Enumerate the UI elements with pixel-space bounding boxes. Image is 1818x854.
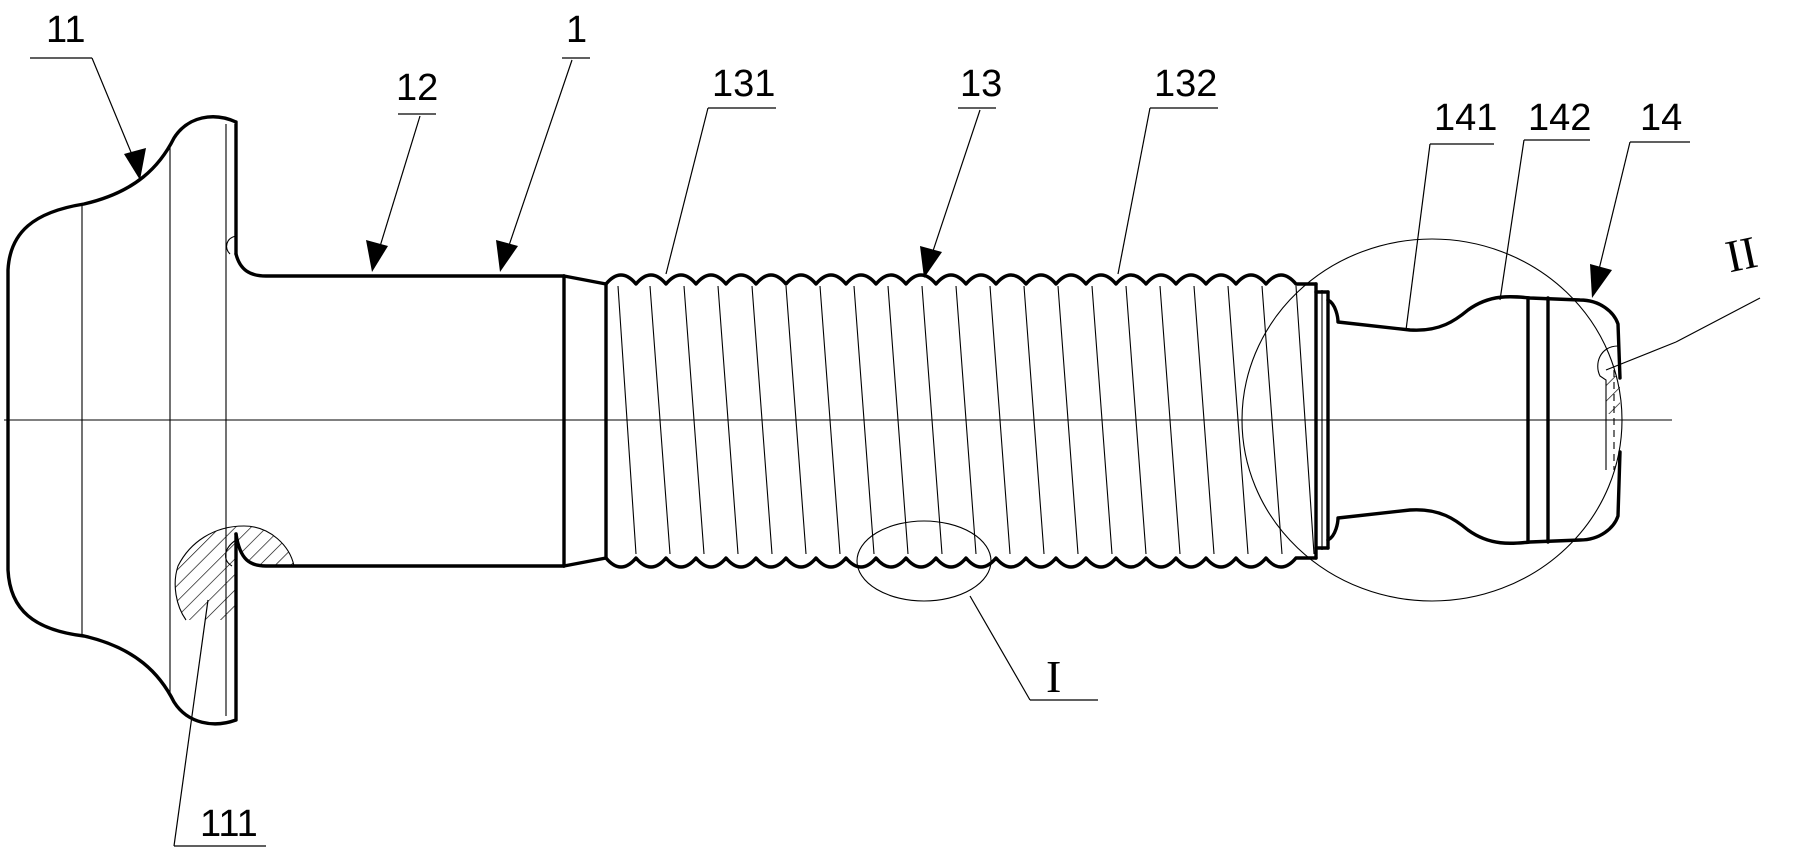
detail-label-2: II bbox=[1721, 226, 1762, 282]
label-11: 11 bbox=[46, 9, 85, 51]
label-131: 131 bbox=[712, 63, 775, 105]
bolt-ball-end bbox=[1316, 284, 1620, 558]
label-1: 1 bbox=[566, 9, 587, 51]
bolt-thread bbox=[564, 275, 1316, 567]
label-111: 111 bbox=[200, 803, 258, 845]
label-141: 141 bbox=[1434, 97, 1497, 139]
detail-marker-1 bbox=[857, 521, 1098, 700]
label-12: 12 bbox=[396, 67, 438, 109]
part-labels: 11 12 1 131 13 132 141 142 14 111 I II bbox=[46, 9, 1762, 845]
section-111 bbox=[175, 526, 294, 620]
label-13: 13 bbox=[960, 63, 1002, 105]
leader-lines bbox=[30, 58, 1690, 846]
label-132: 132 bbox=[1154, 63, 1217, 105]
label-142: 142 bbox=[1528, 97, 1591, 139]
bolt-shank bbox=[226, 254, 564, 566]
detail-label-1: I bbox=[1046, 651, 1061, 702]
label-14: 14 bbox=[1640, 97, 1682, 139]
